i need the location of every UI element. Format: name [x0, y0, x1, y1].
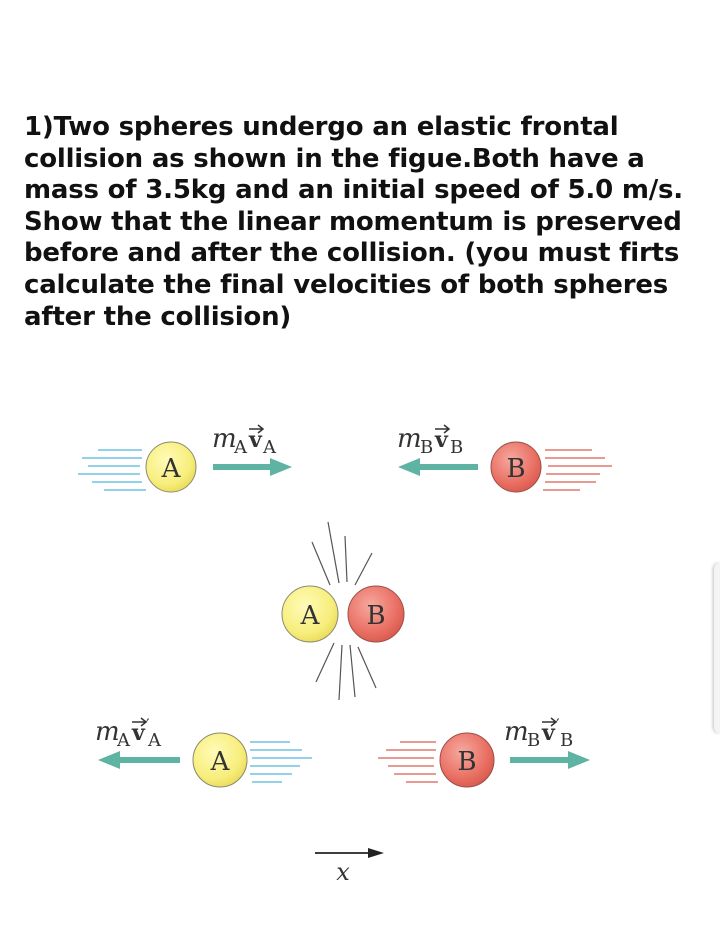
sphere-b-label: B: [506, 454, 525, 484]
svg-text:v: v: [434, 427, 449, 453]
momentum-arrow-b-before: [398, 458, 478, 476]
sphere-a-before: A: [145, 441, 197, 493]
svg-text:B: B: [366, 601, 385, 631]
svg-text:m: m: [212, 424, 237, 454]
momentum-arrow-a-after: [98, 751, 180, 769]
x-axis-arrow: [315, 848, 384, 858]
speed-lines-b-before: [543, 449, 612, 491]
side-panel-handle[interactable]: [714, 563, 720, 733]
momentum-label-a-before: m A v A: [212, 424, 277, 458]
svg-text:B: B: [457, 747, 476, 777]
svg-text:B: B: [420, 437, 433, 458]
sphere-b-after: B: [439, 732, 495, 788]
sphere-a-label: A: [161, 454, 182, 484]
sphere-a-after: A: [192, 732, 248, 788]
svg-text:A: A: [300, 601, 321, 631]
svg-text:A: A: [262, 437, 277, 458]
svg-text:m: m: [397, 424, 422, 454]
svg-text:v: v: [541, 720, 556, 746]
svg-text:v: v: [248, 427, 263, 453]
sphere-b-collision: B: [347, 585, 405, 643]
svg-text:A: A: [147, 730, 162, 751]
x-axis-label: x: [336, 858, 350, 886]
speed-lines-a-before: [78, 449, 146, 491]
speed-lines-b-after: [378, 741, 438, 783]
svg-text:m: m: [95, 717, 120, 747]
momentum-arrow-b-after: [510, 751, 590, 769]
sphere-b-before: B: [490, 441, 542, 493]
momentum-arrow-a-before: [213, 458, 292, 476]
svg-text:A: A: [210, 747, 231, 777]
momentum-label-b-after: m B v ′ B: [504, 715, 573, 751]
impact-lines: [311, 521, 377, 701]
momentum-label-a-after: m A v ′ A: [95, 715, 162, 751]
svg-text:B: B: [560, 730, 573, 751]
svg-text:′: ′: [556, 715, 560, 734]
svg-text:v: v: [131, 720, 146, 746]
svg-text:A: A: [116, 730, 131, 751]
svg-text:′: ′: [146, 715, 150, 734]
svg-text:m: m: [504, 717, 529, 747]
question-text: 1)Two spheres undergo an elastic frontal…: [24, 112, 683, 332]
svg-text:A: A: [233, 437, 248, 458]
svg-text:B: B: [450, 437, 463, 458]
svg-text:B: B: [527, 730, 540, 751]
sphere-a-collision: A: [281, 585, 339, 643]
momentum-label-b-before: m B v B: [397, 424, 463, 458]
speed-lines-a-after: [250, 741, 312, 783]
